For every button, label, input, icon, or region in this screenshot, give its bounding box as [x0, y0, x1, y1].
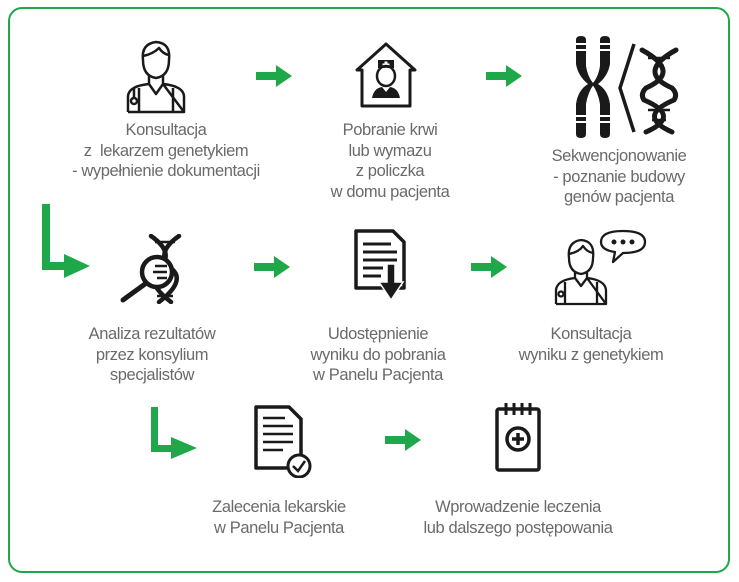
diagram-frame	[8, 7, 730, 573]
step-label: Udostępnienie wyniku do pobrania w Panel…	[310, 325, 446, 384]
chromosome-dna-icon	[575, 36, 679, 138]
arrow-right-icon	[385, 429, 421, 451]
step-label: Konsultacja z lekarzem genetykiem - wype…	[72, 121, 260, 180]
arrow-down-right-icon	[42, 204, 90, 278]
dna-magnifier-icon	[120, 234, 182, 304]
document-download-icon	[354, 229, 406, 302]
doctor-speech-icon	[554, 229, 647, 306]
step-label: Pobranie krwi lub wymazu z policzka w do…	[330, 121, 450, 201]
arrow-right-icon	[254, 256, 290, 278]
doctor-icon	[126, 40, 186, 114]
step-label: Analiza rezultatów przez konsylium specj…	[88, 325, 216, 384]
arrow-right-icon	[486, 65, 522, 87]
step-label: Sekwencjonowanie - poznanie budowy genów…	[551, 147, 687, 206]
notepad-medical-icon	[495, 403, 541, 472]
step-label: Wprowadzenie leczenia lub dalszego postę…	[423, 498, 613, 537]
step-label: Konsultacja wyniku z genetykiem	[518, 325, 664, 364]
step-label: Zalecenia lekarskie w Panelu Pacjenta	[212, 498, 346, 537]
arrow-right-icon	[471, 256, 507, 278]
arrow-right-icon	[256, 65, 292, 87]
arrow-down-right-icon	[151, 407, 197, 459]
document-check-icon	[254, 405, 312, 478]
house-nurse-icon	[355, 42, 417, 108]
